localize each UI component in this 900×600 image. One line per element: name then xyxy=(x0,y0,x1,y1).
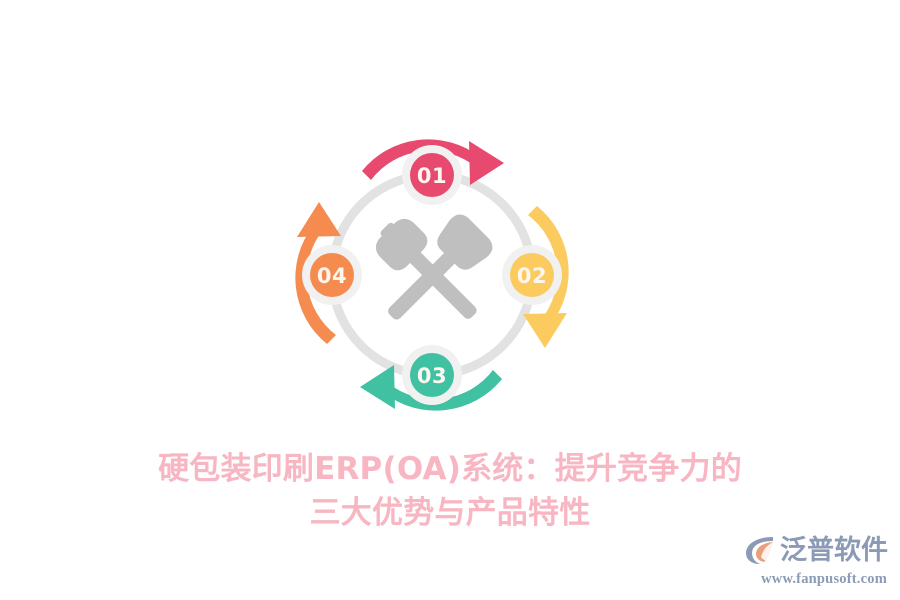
brand-logo-row: 泛普软件 xyxy=(738,530,888,570)
cycle-node-02[interactable]: 02 xyxy=(502,245,562,305)
node-disc-03 xyxy=(410,353,454,397)
arrow-bottom-left xyxy=(360,365,502,411)
node-disc-04 xyxy=(310,253,354,297)
brand-url: www.fanpusoft.com xyxy=(761,571,887,587)
cycle-node-01[interactable]: 01 xyxy=(402,145,462,205)
cycle-node-04[interactable]: 04 xyxy=(302,245,362,305)
node-disc-02 xyxy=(510,253,554,297)
node-label-03: 03 xyxy=(417,364,447,388)
cycle-diagram: 01 02 03 04 xyxy=(232,75,632,475)
node-label-02: 02 xyxy=(517,264,547,288)
node-label-04: 04 xyxy=(317,264,347,288)
brand-logo[interactable]: 泛普软件 www.fanpusoft.com xyxy=(738,530,888,592)
node-disc-01 xyxy=(410,153,454,197)
node-label-01: 01 xyxy=(417,164,447,188)
crossed-hammers-icon xyxy=(375,214,493,320)
arrow-right-down xyxy=(523,206,569,348)
page-title-line-2: 三大优势与产品特性 xyxy=(309,495,591,531)
arrow-left-up xyxy=(295,202,341,344)
cycle-node-03[interactable]: 03 xyxy=(402,345,462,405)
fanpu-logo-icon xyxy=(746,537,773,564)
page-title-line-1: 硬包装印刷ERP(OA)系统：提升竞争力的 xyxy=(158,451,742,487)
page-title: 硬包装印刷ERP(OA)系统：提升竞争力的 三大优势与产品特性 xyxy=(0,447,900,535)
arrow-top-right xyxy=(362,139,504,185)
brand-wordmark: 泛普软件 xyxy=(780,534,888,566)
